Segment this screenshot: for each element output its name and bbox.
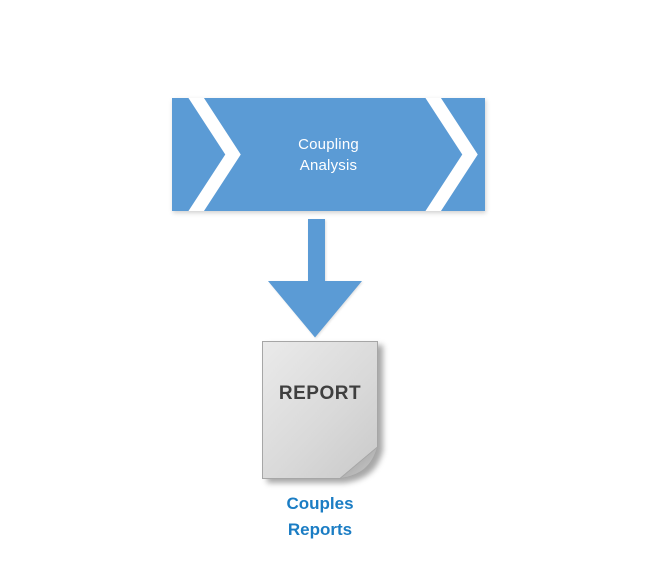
caption-text: Couples Reports bbox=[286, 494, 354, 539]
process-step-label: Coupling Analysis bbox=[298, 135, 359, 174]
arrow-down-icon bbox=[268, 219, 362, 338]
process-step-banner: Coupling Analysis bbox=[172, 98, 485, 211]
report-label: REPORT bbox=[278, 383, 362, 404]
report-document: REPORT bbox=[262, 341, 379, 480]
chevron-right-banner-icon bbox=[172, 98, 485, 211]
folded-page-icon bbox=[262, 341, 379, 480]
